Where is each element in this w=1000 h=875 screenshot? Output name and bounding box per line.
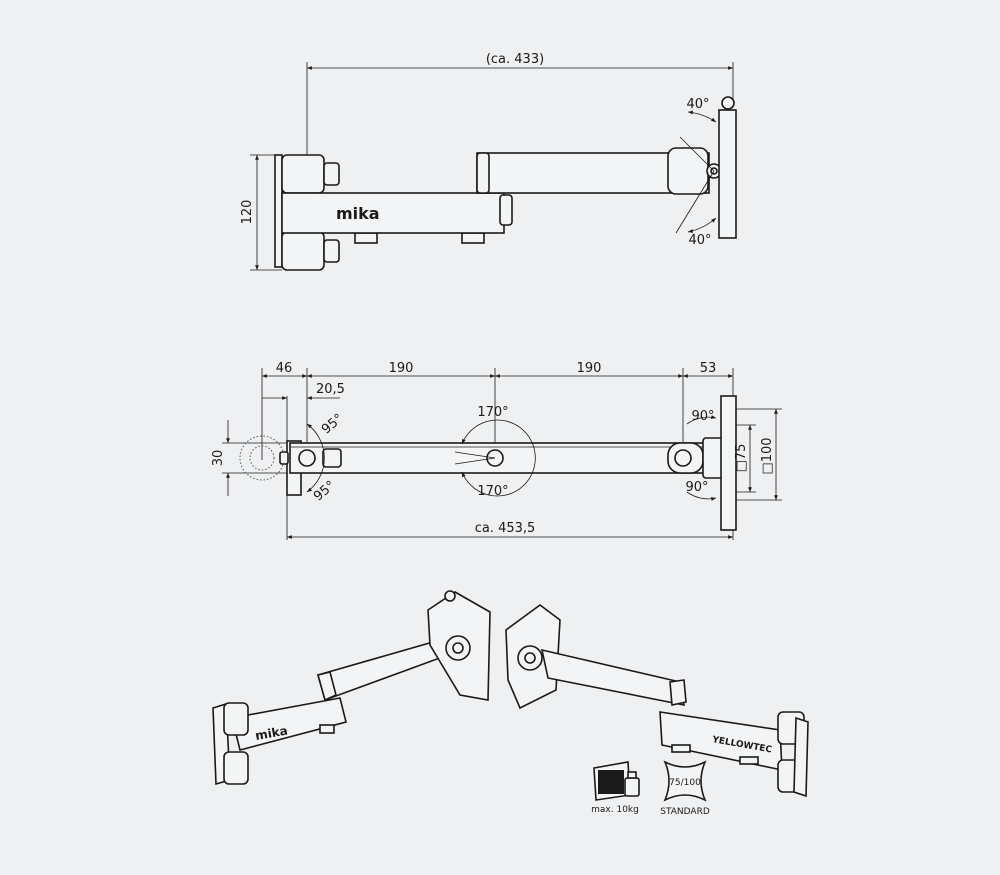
wall-swivel-up-label: 95° <box>319 411 346 437</box>
vesa-100-label: □100 <box>760 437 775 474</box>
lower-arm <box>281 192 505 234</box>
vesa-badge: 75/100 STANDARD <box>660 760 710 817</box>
head-length-label: 53 <box>700 361 717 376</box>
wall-plate <box>274 154 283 268</box>
brand-logo: mika <box>336 204 380 223</box>
overall-length-plan-label: ca. 453,5 <box>475 521 536 536</box>
vesa-caption: STANDARD <box>660 807 710 817</box>
wall-swivel-down-label: 95° <box>311 478 338 504</box>
height-label: 120 <box>240 200 255 225</box>
arm1-length-label: 190 <box>389 361 414 376</box>
monitor-plate <box>718 109 737 239</box>
wall-offset-label: 46 <box>276 361 293 376</box>
tilt-head <box>667 147 709 195</box>
plan-view: 46 190 190 53 20,5 30 95° 95° 170° 170° <box>211 361 782 540</box>
overall-length-label: (ca. 433) <box>486 52 544 67</box>
max-load-badge: max. 10kg <box>591 761 640 815</box>
arm2-length-label: 190 <box>577 361 602 376</box>
monitor-plate-plan <box>720 395 737 531</box>
head-swivel-up-label: 90° <box>691 409 714 424</box>
arm-height-label: 30 <box>211 450 226 467</box>
tilt-up-label: 40° <box>686 97 709 112</box>
mid-swivel-up-label: 170° <box>477 405 508 420</box>
vesa-75-label: □75 <box>734 444 749 473</box>
perspective-left: mika <box>212 590 491 786</box>
head-plan <box>702 437 724 479</box>
perspective-right: YELLOWTEC <box>505 604 809 798</box>
head-swivel-down-label: 90° <box>685 480 708 495</box>
offset-label: 20,5 <box>316 382 345 397</box>
max-load-label: max. 10kg <box>591 805 639 815</box>
weight-icon <box>624 777 640 797</box>
brand-logo-left: mika <box>254 723 289 742</box>
top-view: (ca. 433) 120 mika 40° 40° <box>240 52 737 271</box>
tilt-down-label: 40° <box>688 233 711 248</box>
vesa-pattern-label: 75/100 <box>669 778 701 788</box>
arm-plan <box>289 442 731 474</box>
mid-swivel-down-label: 170° <box>477 484 508 499</box>
vesa-plate-icon <box>663 760 707 802</box>
